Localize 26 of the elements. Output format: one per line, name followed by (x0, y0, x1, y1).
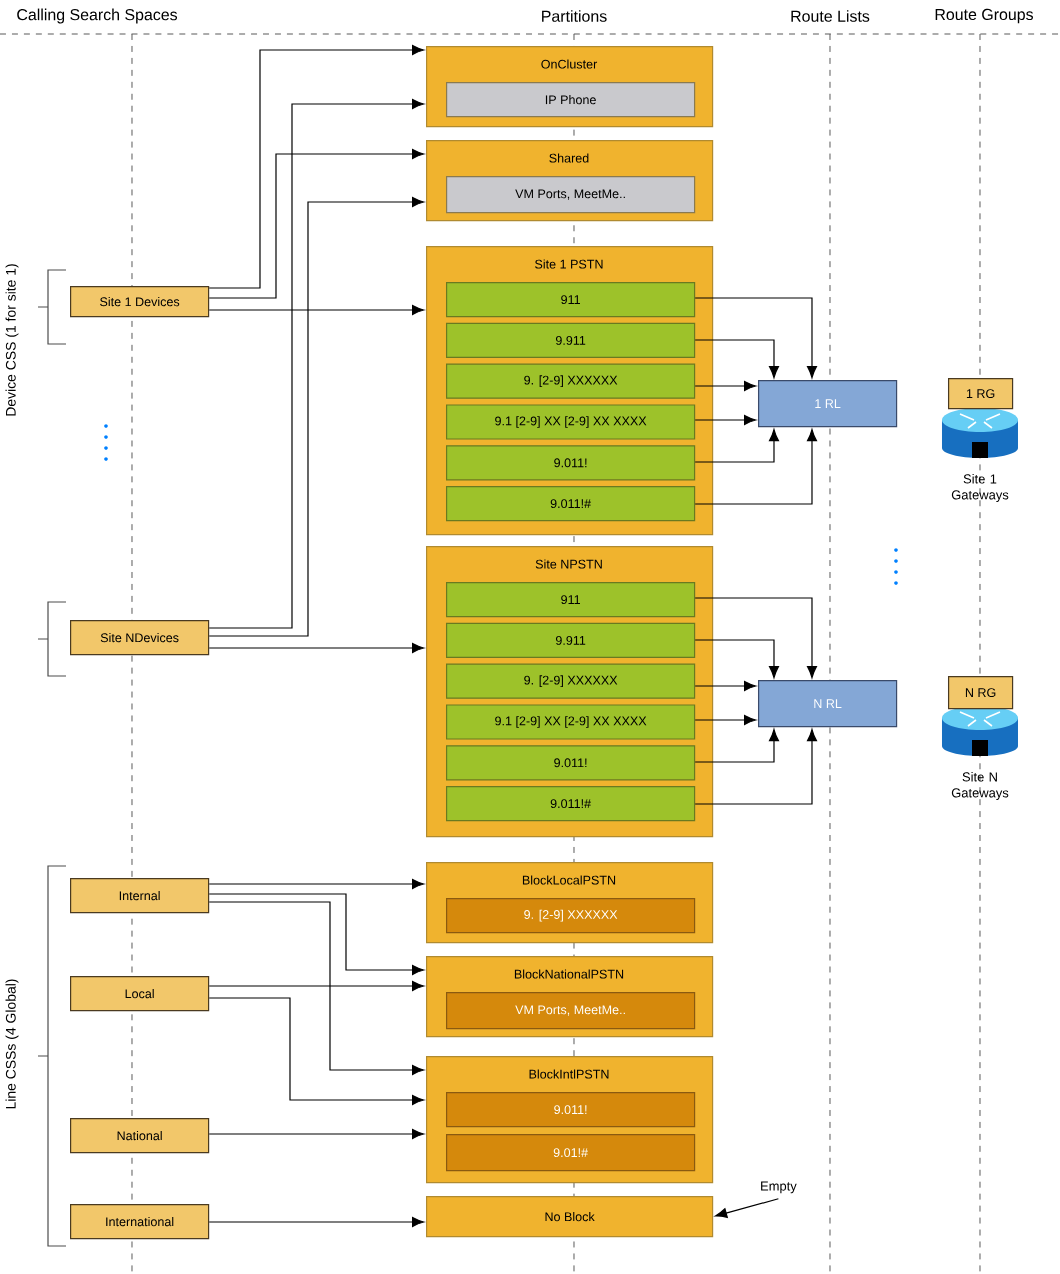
arrow (694, 680, 757, 692)
arrow (208, 878, 425, 890)
arrow (208, 997, 425, 1106)
arrow (208, 1128, 425, 1140)
arrow (694, 639, 779, 679)
arrow (694, 714, 757, 726)
arrow (694, 728, 817, 805)
arrow (208, 45, 425, 289)
arrow (208, 893, 425, 976)
arrow (694, 728, 779, 763)
arrow (208, 304, 425, 316)
arrow (694, 428, 817, 505)
arrow (208, 980, 425, 992)
arrow (208, 1216, 425, 1228)
arrow (714, 1198, 779, 1218)
arrow (208, 99, 425, 629)
arrow (694, 380, 757, 392)
arrow (694, 339, 779, 379)
arrow (208, 642, 425, 654)
arrow (694, 414, 757, 426)
arrow (208, 901, 425, 1076)
arrow (694, 428, 779, 463)
arrow (694, 597, 817, 679)
arrow (208, 197, 425, 637)
arrow (694, 297, 817, 379)
arrow (208, 149, 425, 299)
